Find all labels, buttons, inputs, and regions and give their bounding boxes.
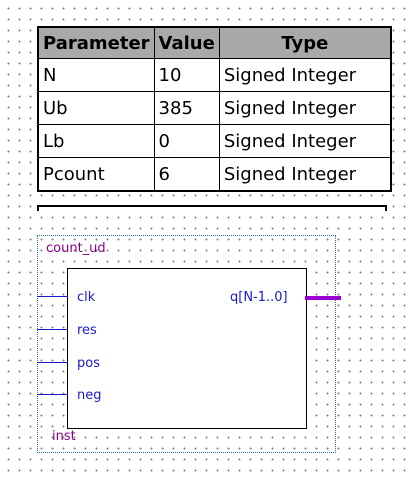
param-value-cell[interactable]: 10	[153, 58, 220, 92]
param-name-cell[interactable]: N	[37, 58, 155, 92]
param-type-cell[interactable]: Signed Integer	[218, 58, 392, 92]
param-value-cell[interactable]: 6	[153, 157, 220, 192]
table-row[interactable]: Ub 385 Signed Integer	[37, 91, 392, 125]
pin-label-res: res	[77, 323, 97, 338]
param-value-cell[interactable]: 0	[153, 124, 220, 158]
pin-label-clk: clk	[77, 290, 96, 305]
column-header-parameter: Parameter	[37, 26, 155, 59]
param-name-cell[interactable]: Lb	[37, 124, 155, 158]
column-header-type: Type	[218, 26, 392, 59]
symbol-entity-name: count_ud	[46, 241, 106, 256]
column-header-value: Value	[153, 26, 220, 59]
param-type-cell[interactable]: Signed Integer	[218, 157, 392, 192]
parameter-table: Parameter Value Type N 10 Signed Integer…	[37, 26, 392, 192]
param-name-cell[interactable]: Pcount	[37, 157, 155, 192]
pin-label-q: q[N-1..0]	[230, 290, 288, 305]
output-bus-q[interactable]	[305, 296, 341, 300]
pin-line-clk[interactable]	[37, 296, 68, 297]
param-value-cell[interactable]: 385	[153, 91, 220, 125]
table-row[interactable]: N 10 Signed Integer	[37, 58, 392, 92]
symbol-block[interactable]	[67, 268, 307, 429]
param-name-cell[interactable]: Ub	[37, 91, 155, 125]
pin-label-pos: pos	[77, 356, 100, 371]
pin-label-neg: neg	[77, 388, 102, 403]
table-header-row: Parameter Value Type	[37, 26, 392, 59]
table-row[interactable]: Pcount 6 Signed Integer	[37, 157, 392, 192]
param-type-cell[interactable]: Signed Integer	[218, 91, 392, 125]
table-bottom-edge	[37, 205, 387, 211]
instance-name-label: inst	[52, 429, 76, 444]
pin-line-res[interactable]	[37, 329, 68, 330]
pin-line-pos[interactable]	[37, 362, 68, 363]
param-type-cell[interactable]: Signed Integer	[218, 124, 392, 158]
symbol-selection-box[interactable]	[37, 235, 336, 453]
table-row[interactable]: Lb 0 Signed Integer	[37, 124, 392, 158]
pin-line-neg[interactable]	[37, 394, 68, 395]
